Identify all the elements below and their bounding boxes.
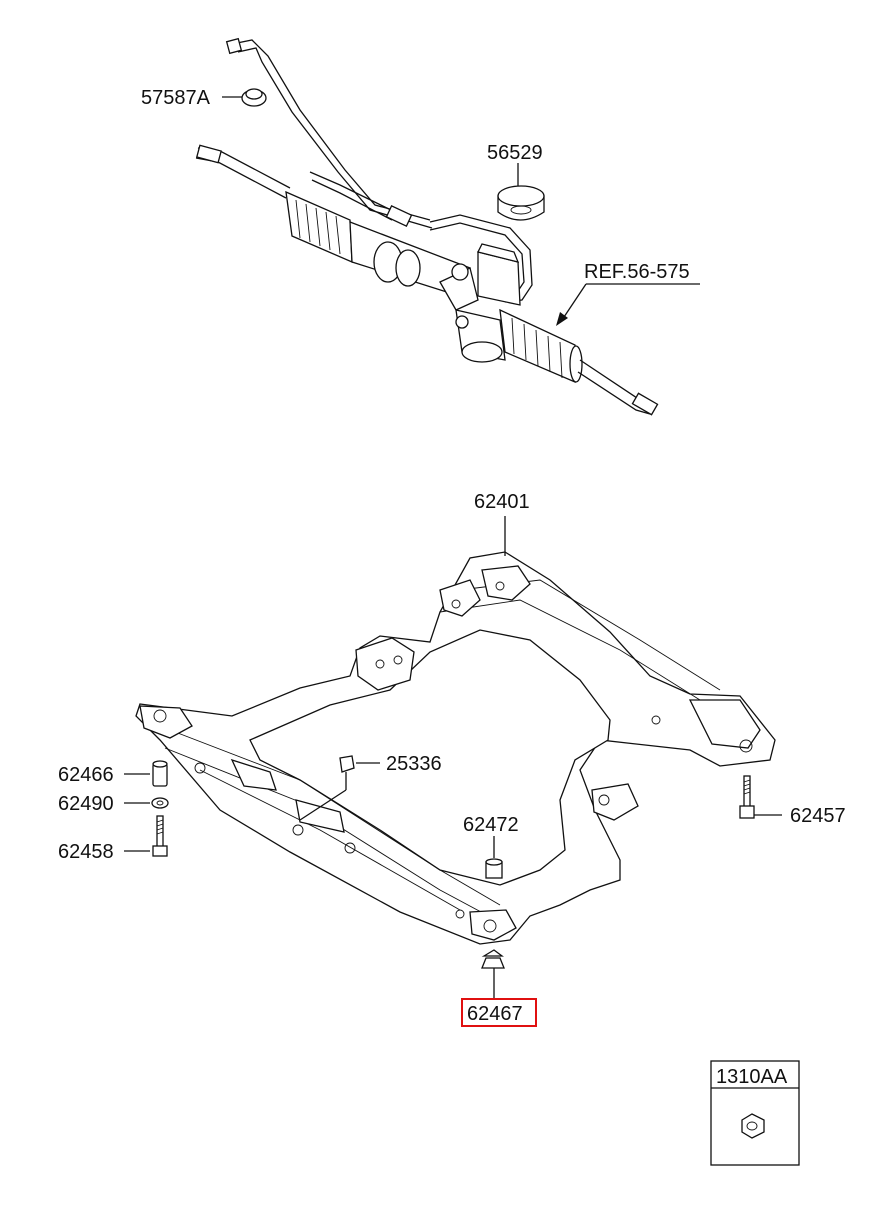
ref-leader	[561, 283, 587, 321]
label-62472: 62472	[463, 814, 519, 836]
bolt-62457	[739, 775, 782, 819]
legend-box-1310aa	[710, 1060, 800, 1166]
subframe-62401	[135, 551, 776, 945]
highlight-box-62467	[461, 998, 537, 1027]
bolt-62458	[124, 815, 168, 857]
label-25336: 25336	[386, 753, 442, 775]
label-62458: 62458	[58, 841, 114, 863]
label-56529: 56529	[487, 142, 543, 164]
label-62490: 62490	[58, 793, 114, 815]
steering-gear-assembly	[195, 37, 659, 416]
grommet-57587a	[222, 88, 267, 107]
label-62457: 62457	[790, 805, 846, 827]
nut-62467	[481, 949, 505, 998]
cap-56529	[497, 163, 545, 221]
bushing-62466	[124, 760, 168, 787]
label-62401: 62401	[474, 491, 530, 513]
label-ref-56-575: REF.56-575	[584, 261, 690, 283]
label-62466: 62466	[58, 764, 114, 786]
washer-62490	[124, 797, 169, 809]
label-57587a: 57587A	[141, 87, 211, 109]
ref-arrowhead	[556, 312, 568, 326]
label-1310aa: 1310AA	[716, 1066, 788, 1088]
nut-62472	[485, 836, 503, 879]
label-62467: 62467	[467, 1003, 523, 1025]
clip-25336	[299, 755, 380, 821]
